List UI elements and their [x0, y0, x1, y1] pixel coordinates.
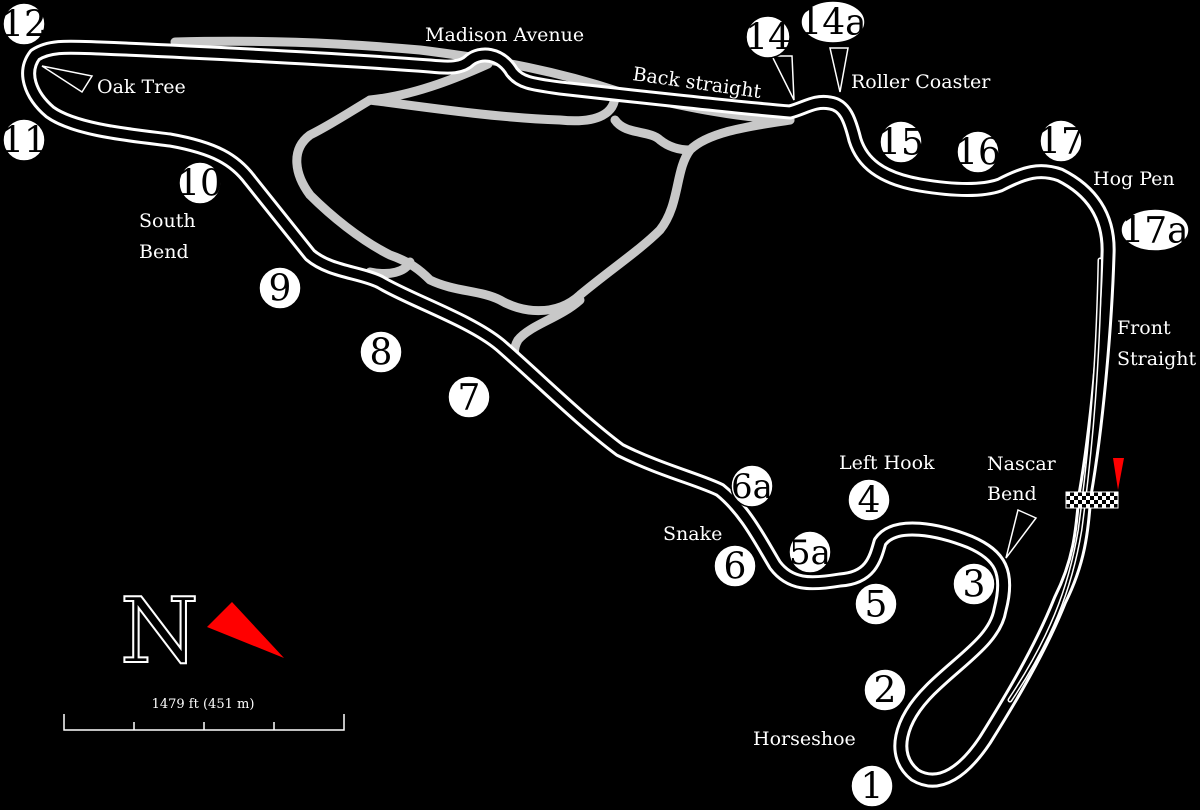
turn-label-9: 9 — [269, 269, 292, 310]
turn-marker-16: 16 — [955, 130, 1001, 174]
turn-label-12: 12 — [1, 5, 47, 46]
label-snake: Snake — [663, 523, 722, 545]
turn-label-15: 15 — [878, 123, 924, 164]
turn-label-5a: 5a — [789, 533, 831, 573]
turn-label-2: 2 — [874, 671, 897, 712]
turn-label-14: 14 — [745, 18, 791, 59]
turn-label-3: 3 — [963, 565, 986, 606]
turn-label-14a: 14a — [799, 3, 866, 44]
turn-label-1: 1 — [861, 767, 884, 808]
turn-label-6a: 6a — [731, 467, 773, 507]
label-front-straight-line2: Straight — [1117, 348, 1197, 370]
label-left-hook: Left Hook — [839, 452, 935, 474]
label-madison-avenue: Madison Avenue — [425, 24, 584, 46]
turn-marker-9: 9 — [258, 266, 302, 310]
pointer-nascar-bend — [1005, 508, 1038, 559]
turn-marker-1: 1 — [850, 764, 894, 808]
race-track — [21, 39, 1116, 788]
label-south-bend-line1: South — [139, 210, 196, 232]
turn-label-8: 8 — [370, 333, 393, 374]
turn-marker-10: 10 — [177, 161, 223, 205]
pointer-14a — [829, 47, 849, 93]
turn-marker-17: 17 — [1038, 119, 1084, 163]
pit-lane — [1009, 259, 1101, 701]
label-nascar-bend-line2: Bend — [987, 483, 1037, 505]
north-arrow-icon — [207, 602, 284, 658]
turn-label-17a: 17a — [1121, 211, 1188, 252]
pointer-14 — [770, 55, 795, 101]
turn-label-6: 6 — [724, 547, 747, 588]
alt-road-south-link — [365, 257, 415, 279]
turn-label-17: 17 — [1038, 122, 1084, 163]
label-hog-pen: Hog Pen — [1093, 168, 1175, 190]
turn-marker-8: 8 — [359, 330, 403, 374]
direction-arrow-icon — [1113, 458, 1124, 490]
turn-marker-5a: 5a — [788, 530, 832, 574]
turn-label-10: 10 — [177, 164, 223, 205]
turn-label-4: 4 — [858, 481, 881, 522]
turn-marker-14: 14 — [745, 15, 791, 59]
turn-marker-6: 6 — [713, 544, 757, 588]
turn-marker-12: 12 — [1, 2, 47, 46]
track-surface — [24, 42, 1113, 785]
label-south-bend-line2: Bend — [139, 241, 189, 263]
turn-marker-17a: 17a — [1120, 208, 1190, 252]
turn-marker-15: 15 — [878, 120, 924, 164]
label-nascar-bend-line1: Nascar — [987, 453, 1057, 475]
north-letter: N — [120, 579, 199, 684]
turn-label-5: 5 — [865, 585, 888, 626]
scale-bar: 1479 ft (451 m) — [63, 697, 345, 731]
alt-road-upper-branch — [365, 90, 620, 126]
label-horseshoe: Horseshoe — [753, 728, 856, 750]
label-roller-coaster: Roller Coaster — [851, 71, 991, 93]
turn-label-16: 16 — [955, 133, 1001, 174]
turn-marker-11: 11 — [1, 118, 47, 162]
alt-road-inner-loop — [292, 59, 795, 316]
turn-label-7: 7 — [458, 378, 481, 419]
alt-road-middle — [610, 115, 695, 155]
turn-marker-2: 2 — [863, 668, 907, 712]
scale-line — [63, 714, 345, 731]
turn-marker-3: 3 — [952, 562, 996, 606]
turn-marker-5: 5 — [854, 582, 898, 626]
turn-label-11: 11 — [1, 121, 47, 162]
label-oak-tree: Oak Tree — [97, 76, 186, 98]
turn-marker-7: 7 — [447, 375, 491, 419]
turn-marker-4: 4 — [847, 478, 891, 522]
turn-marker-6a: 6a — [730, 464, 774, 508]
start-finish-line — [1065, 491, 1119, 509]
turn-marker-14a: 14a — [799, 0, 867, 44]
label-front-straight-line1: Front — [1117, 317, 1171, 339]
compass: N — [119, 578, 284, 685]
pointer-oak-tree — [41, 65, 94, 94]
scale-label: 1479 ft (451 m) — [152, 697, 255, 712]
